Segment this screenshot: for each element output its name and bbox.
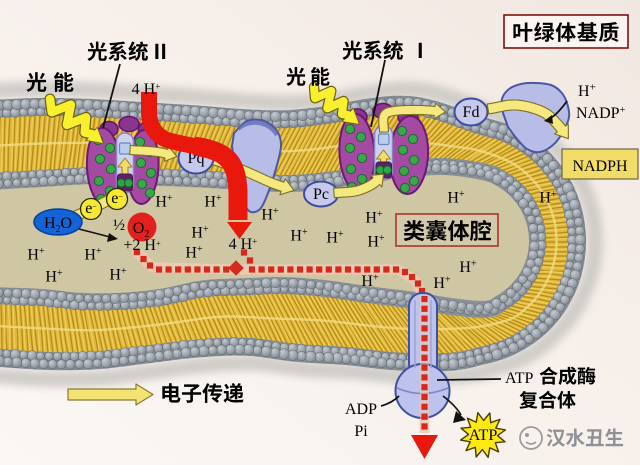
svg-text:NADP+: NADP+ <box>576 105 626 122</box>
svg-text:Pi: Pi <box>354 423 368 440</box>
svg-text:+2 H+: +2 H+ <box>123 237 161 254</box>
svg-text:½: ½ <box>113 217 125 234</box>
svg-text:ADP: ADP <box>345 401 377 418</box>
svg-text:Fd: Fd <box>463 104 480 121</box>
svg-text:4 H+: 4 H+ <box>132 81 161 98</box>
svg-text:ATP: ATP <box>469 427 498 444</box>
svg-text:4 H+: 4 H+ <box>229 236 258 253</box>
svg-text:Pc: Pc <box>313 186 329 203</box>
svg-text:ATP: ATP <box>505 370 534 387</box>
svg-text:NADPH: NADPH <box>572 158 628 175</box>
svg-text:H2O: H2O <box>44 215 72 235</box>
